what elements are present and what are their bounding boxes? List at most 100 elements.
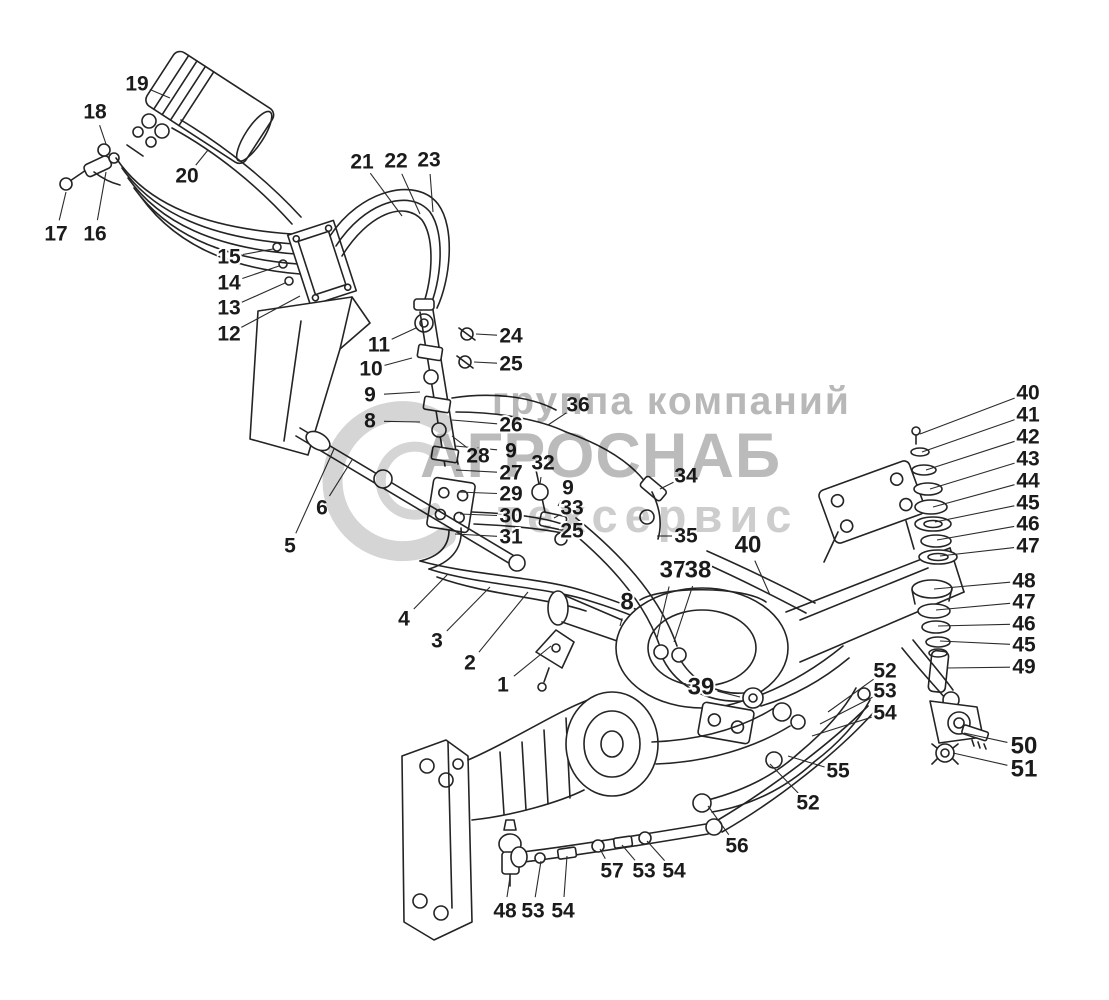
part-label-35: 35 [674, 525, 698, 548]
support-bracket [535, 629, 575, 692]
leader-line [369, 172, 403, 217]
part-label-18: 18 [83, 101, 107, 124]
part-label-14: 14 [217, 272, 241, 295]
part-label-53: 53 [873, 680, 896, 703]
pressure-hoses-loop [329, 188, 451, 311]
leader-line [459, 513, 498, 517]
part-label-54: 54 [873, 702, 897, 725]
leader-line [58, 191, 67, 221]
leader-line [932, 484, 1015, 508]
part-label-46: 46 [1012, 613, 1035, 636]
leader-line [827, 678, 874, 713]
leader-line [557, 499, 562, 507]
leader-line [513, 645, 552, 677]
part-label-46: 46 [1016, 513, 1039, 536]
leader-line [963, 732, 1008, 743]
leader-line [295, 448, 335, 534]
part-label-20: 20 [175, 165, 198, 188]
part-label-43: 43 [1016, 448, 1039, 471]
leader-line [935, 602, 1011, 611]
leader-line [242, 265, 280, 280]
leader-line [454, 533, 498, 537]
part-label-24: 24 [499, 325, 523, 348]
part-label-45: 45 [1016, 492, 1040, 515]
part-label-4: 4 [398, 608, 410, 631]
part-label-53: 53 [521, 900, 544, 923]
leader-line [99, 125, 107, 145]
leader-line [646, 840, 666, 861]
leader-line [383, 391, 421, 395]
leader-line [478, 591, 529, 653]
leader-line [242, 248, 274, 256]
leader-line [707, 805, 730, 836]
part-label-6: 6 [316, 497, 328, 520]
part-label-37: 37 [660, 557, 687, 584]
part-label-38: 38 [685, 557, 712, 584]
part-label-11: 11 [368, 334, 391, 357]
leader-line [925, 440, 1015, 471]
leader-line [929, 462, 1015, 490]
leader-line [547, 412, 567, 426]
leader-line [391, 327, 417, 340]
part-label-40: 40 [1016, 382, 1039, 405]
leader-line [754, 560, 771, 596]
leader-line [619, 618, 623, 627]
leader-line [473, 361, 498, 364]
part-label-36: 36 [566, 394, 589, 417]
hose-bundle [115, 119, 302, 275]
leader-line [939, 547, 1015, 557]
part-label-47: 47 [1012, 591, 1035, 614]
leader-line [939, 640, 1011, 645]
part-label-29: 29 [499, 483, 522, 506]
part-label-26: 26 [499, 414, 522, 437]
part-label-50: 50 [1011, 733, 1038, 760]
part-label-34: 34 [674, 465, 698, 488]
leader-line [96, 171, 107, 221]
leader-line [429, 173, 434, 213]
part-label-21: 21 [350, 151, 374, 174]
part-label-8: 8 [620, 589, 633, 616]
part-label-9: 9 [364, 384, 376, 407]
leader-line [534, 860, 542, 898]
leader-line [819, 696, 873, 725]
part-label-22: 22 [384, 150, 407, 173]
part-label-44: 44 [1016, 470, 1040, 493]
leader-line [539, 476, 542, 485]
leader-line [811, 716, 872, 737]
leader-line [787, 755, 825, 768]
leader-line [454, 445, 498, 451]
part-label-49: 49 [1012, 656, 1035, 679]
leader-line [919, 397, 1016, 435]
leader-lines [58, 88, 1016, 898]
leader-line [383, 420, 421, 423]
part-label-41: 41 [1016, 404, 1040, 427]
part-label-48: 48 [493, 900, 517, 923]
leader-line [384, 357, 413, 366]
leader-line [446, 586, 491, 632]
part-label-48: 48 [1012, 570, 1036, 593]
part-label-19: 19 [125, 73, 148, 96]
part-label-28: 28 [466, 445, 490, 468]
part-label-10: 10 [359, 358, 382, 381]
leader-line [952, 752, 1008, 766]
part-label-33: 33 [560, 497, 583, 520]
leader-line [401, 173, 421, 215]
part-label-2: 2 [464, 652, 476, 675]
part-label-32: 32 [531, 452, 554, 475]
leader-line [937, 623, 1011, 627]
leader-line [659, 481, 674, 490]
leader-line [241, 282, 286, 303]
plate-bolts [272, 242, 294, 286]
leader-line [457, 491, 498, 495]
leader-line [149, 88, 171, 99]
part-label-8: 8 [364, 410, 376, 433]
leader-line [717, 690, 741, 698]
part-label-54: 54 [662, 860, 686, 883]
leader-line [328, 459, 353, 497]
leader-line [455, 469, 498, 473]
front-axle [547, 460, 965, 709]
leader-line [946, 666, 1011, 669]
part-label-30: 30 [499, 505, 522, 528]
